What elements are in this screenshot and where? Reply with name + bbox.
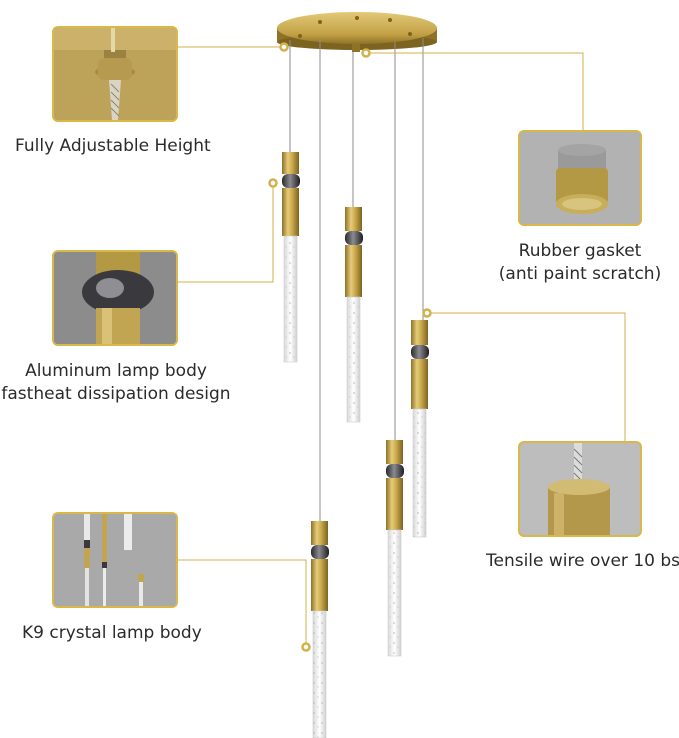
tensile-wire-thumbnail — [518, 441, 642, 537]
adjustable-height-label: Fully Adjustable Height — [15, 136, 211, 156]
k9-crystal-thumbnail — [52, 512, 178, 608]
rubber-gasket-line1: Rubber gasket — [518, 241, 642, 261]
suspension-wires — [289, 38, 424, 521]
pendant-5 — [311, 521, 329, 738]
ceiling-canopy — [277, 12, 437, 52]
adjustable-height-thumbnail — [52, 26, 178, 122]
rubber-gasket-detail-icon — [520, 132, 640, 224]
pendant-2 — [345, 207, 363, 423]
aluminum-body-thumbnail — [52, 250, 178, 346]
rubber-gasket-thumbnail — [518, 130, 642, 226]
k9-crystal-label: K9 crystal lamp body — [22, 623, 202, 643]
aluminum-body-label: Aluminum lamp body fastheat dissipation … — [0, 360, 232, 406]
callout-lines — [178, 46, 626, 647]
rubber-gasket-label: Rubber gasket (anti paint scratch) — [490, 240, 670, 286]
callout-dots — [268, 42, 432, 652]
aluminum-body-line2: fastheat dissipation design — [1, 384, 231, 404]
tensile-wire-label: Tensile wire over 10 bs — [486, 551, 679, 571]
aluminum-body-detail-icon — [54, 252, 176, 344]
rubber-gasket-line2: (anti paint scratch) — [498, 264, 662, 284]
pendant-4 — [386, 440, 404, 657]
pendant-1 — [282, 152, 300, 363]
adjustable-height-detail-icon — [54, 28, 176, 120]
pendant-3 — [411, 320, 429, 538]
aluminum-body-line1: Aluminum lamp body — [25, 361, 207, 381]
tensile-wire-detail-icon — [520, 443, 640, 535]
k9-crystal-detail-icon — [54, 514, 176, 606]
